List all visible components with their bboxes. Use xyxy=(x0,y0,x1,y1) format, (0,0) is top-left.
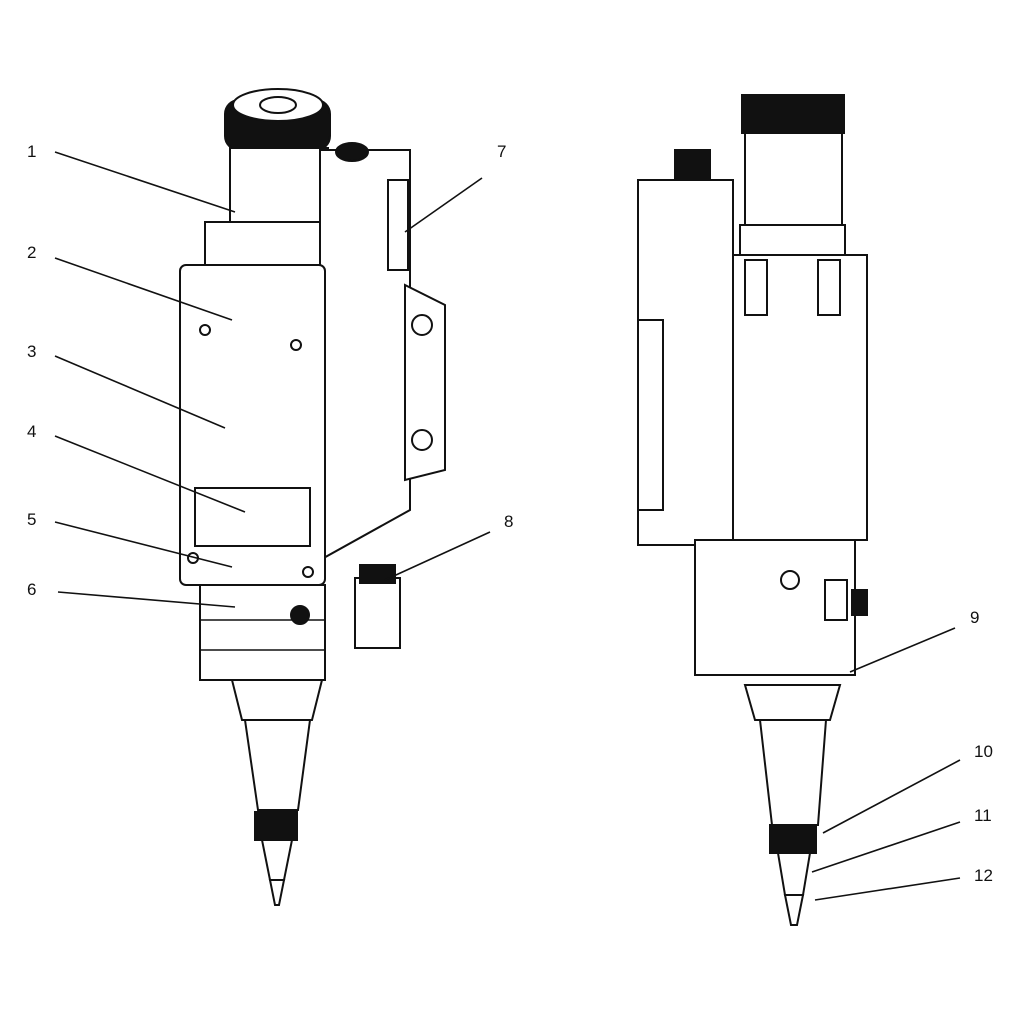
leader-11 xyxy=(811,821,961,873)
left-view xyxy=(179,88,446,906)
leader-5 xyxy=(54,521,233,568)
leader-7 xyxy=(404,177,483,233)
leader-10 xyxy=(822,759,961,834)
callout-5: 5 xyxy=(27,510,37,529)
callout-3: 3 xyxy=(27,342,37,361)
callout-7: 7 xyxy=(497,142,507,161)
leader-2 xyxy=(54,257,233,321)
nozzle-tip-right xyxy=(783,894,805,926)
leader-12 xyxy=(814,877,961,901)
leader-9 xyxy=(849,627,956,673)
leader-6 xyxy=(57,591,236,608)
lower-block xyxy=(199,584,326,681)
nozzle-body xyxy=(243,719,312,811)
nozzle-tip xyxy=(268,879,286,906)
callout-8: 8 xyxy=(504,512,514,531)
callout-12: 12 xyxy=(974,866,993,885)
callout-11: 11 xyxy=(974,806,992,825)
leader-8 xyxy=(384,531,491,581)
callout-10: 10 xyxy=(974,742,993,761)
connector-8 xyxy=(354,577,401,649)
leader-lines xyxy=(54,151,961,901)
callout-9: 9 xyxy=(970,608,980,627)
callout-4: 4 xyxy=(27,422,37,441)
callout-2: 2 xyxy=(27,243,37,262)
mount-bracket xyxy=(404,283,446,482)
leader-1 xyxy=(54,151,236,213)
leader-3 xyxy=(54,355,226,429)
leader-4 xyxy=(54,435,246,513)
side-panel-7 xyxy=(387,179,409,271)
right-view xyxy=(637,94,868,926)
callout-1: 1 xyxy=(27,142,37,161)
window-4 xyxy=(194,487,311,547)
nozzle-body-right xyxy=(758,719,828,826)
top-knob-right xyxy=(741,94,845,134)
callout-6: 6 xyxy=(27,580,37,599)
